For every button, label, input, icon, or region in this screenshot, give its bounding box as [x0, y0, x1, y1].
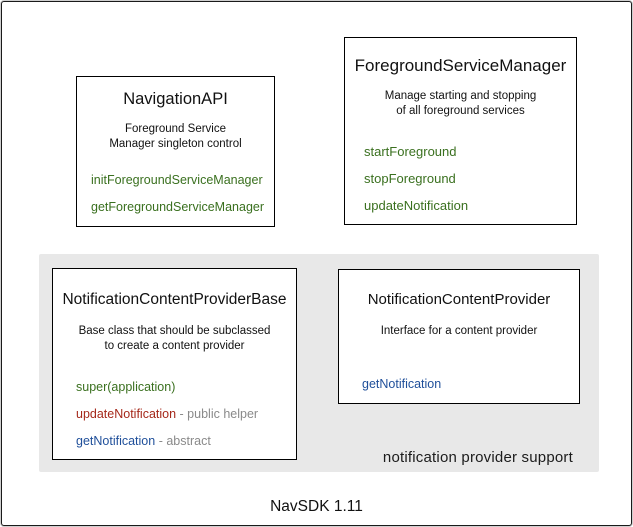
method-line: getNotification - abstract: [76, 434, 296, 448]
description-line: Base class that should be subclassed: [78, 325, 271, 337]
method-line: startForeground: [364, 145, 576, 159]
method-name: initForegroundServiceManager: [91, 173, 263, 187]
method-line: updateNotification: [364, 199, 576, 213]
method-line: updateNotification - public helper: [76, 407, 296, 421]
class-title: NotificationContentProvider: [367, 291, 551, 308]
method-name: updateNotification: [364, 198, 469, 213]
method-name: startForeground: [364, 144, 457, 159]
class-box-foreground-service-manager: ForegroundServiceManager Manage starting…: [344, 37, 577, 225]
class-title: NavigationAPI: [123, 90, 228, 108]
class-description: Foreground Service Manager singleton con…: [77, 122, 274, 152]
method-name: getNotification: [362, 377, 442, 391]
description-line: Foreground Service: [125, 123, 226, 135]
method-name: getForegroundServiceManager: [91, 200, 265, 214]
method-list: getNotification: [339, 377, 579, 391]
class-description: Manage starting and stopping of all fore…: [345, 89, 576, 119]
class-title: NotificationContentProviderBase: [62, 291, 287, 308]
method-annotation: - abstract: [155, 434, 211, 448]
class-description: Base class that should be subclassed to …: [53, 324, 296, 354]
class-box-notification-content-provider-base: NotificationContentProviderBase Base cla…: [52, 268, 297, 460]
method-list: initForegroundServiceManager getForegrou…: [77, 173, 274, 214]
class-box-navigation-api: NavigationAPI Foreground Service Manager…: [76, 76, 275, 227]
method-line: getNotification: [362, 377, 579, 391]
method-name: stopForeground: [364, 171, 456, 186]
method-name: getNotification: [76, 434, 156, 448]
method-line: stopForeground: [364, 172, 576, 186]
description-line: Manage starting and stopping: [384, 90, 537, 102]
method-list: super(application) updateNotification - …: [53, 380, 296, 448]
description-line: to create a content provider: [104, 340, 245, 352]
description-line: Interface for a content provider: [380, 325, 538, 337]
description-line: of all foreground services: [396, 105, 525, 117]
class-box-notification-content-provider: NotificationContentProvider Interface fo…: [338, 269, 580, 404]
method-name: super(application): [76, 380, 176, 394]
method-name: updateNotification: [76, 407, 177, 421]
method-list: startForeground stopForeground updateNot…: [345, 145, 576, 213]
class-description: Interface for a content provider: [339, 324, 579, 339]
description-line: Manager singleton control: [109, 138, 242, 150]
method-line: super(application): [76, 380, 296, 394]
sdk-version-label: NavSDK 1.11: [270, 498, 363, 515]
method-annotation: - public helper: [176, 407, 259, 421]
class-title: ForegroundServiceManager: [354, 56, 567, 75]
method-line: getForegroundServiceManager: [91, 200, 274, 214]
group-label: notification provider support: [382, 449, 573, 466]
method-line: initForegroundServiceManager: [91, 173, 274, 187]
